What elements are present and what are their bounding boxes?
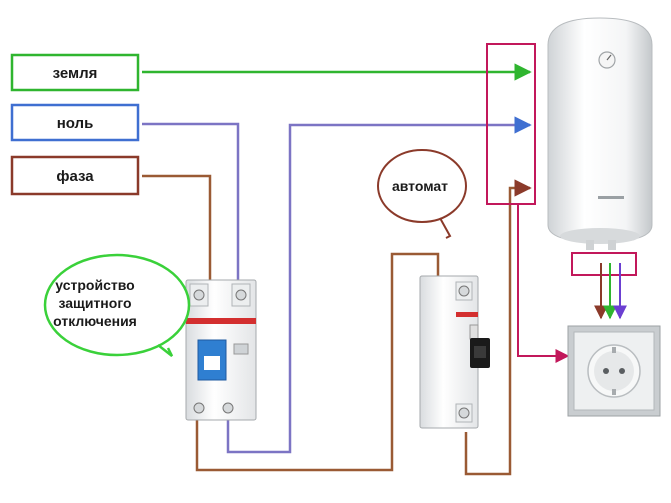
phase-label-box: фаза (10, 155, 140, 196)
neutral-label-box: ноль (10, 103, 140, 142)
phase-wire-in (142, 174, 212, 282)
water-heater-icon (547, 17, 653, 250)
rcd-callout-line3: отключения (53, 313, 137, 329)
phase-wire-to-breaker (195, 252, 440, 472)
socket-terminal-frame (571, 252, 637, 276)
earth-label-box: земля (10, 53, 140, 92)
phase-wire-to-boiler (464, 179, 532, 476)
socket-feed-line (517, 205, 570, 363)
neutral-wire-in (142, 122, 240, 282)
rcd-callout: устройство защитного отключения (43, 253, 191, 357)
breaker-callout-label: автомат (392, 178, 448, 194)
circuit-breaker-icon (419, 275, 490, 429)
breaker-callout: автомат (377, 149, 467, 239)
rcd-device-icon (185, 279, 257, 421)
phase-label: фаза (56, 168, 94, 185)
rcd-callout-line2: защитного (58, 295, 131, 311)
neutral-label: ноль (57, 115, 94, 132)
power-socket-icon (567, 325, 661, 417)
earth-label: земля (53, 65, 98, 82)
neutral-wire-out (226, 116, 532, 454)
boiler-terminal-frame (486, 43, 536, 205)
rcd-callout-line1: устройство (55, 277, 134, 293)
